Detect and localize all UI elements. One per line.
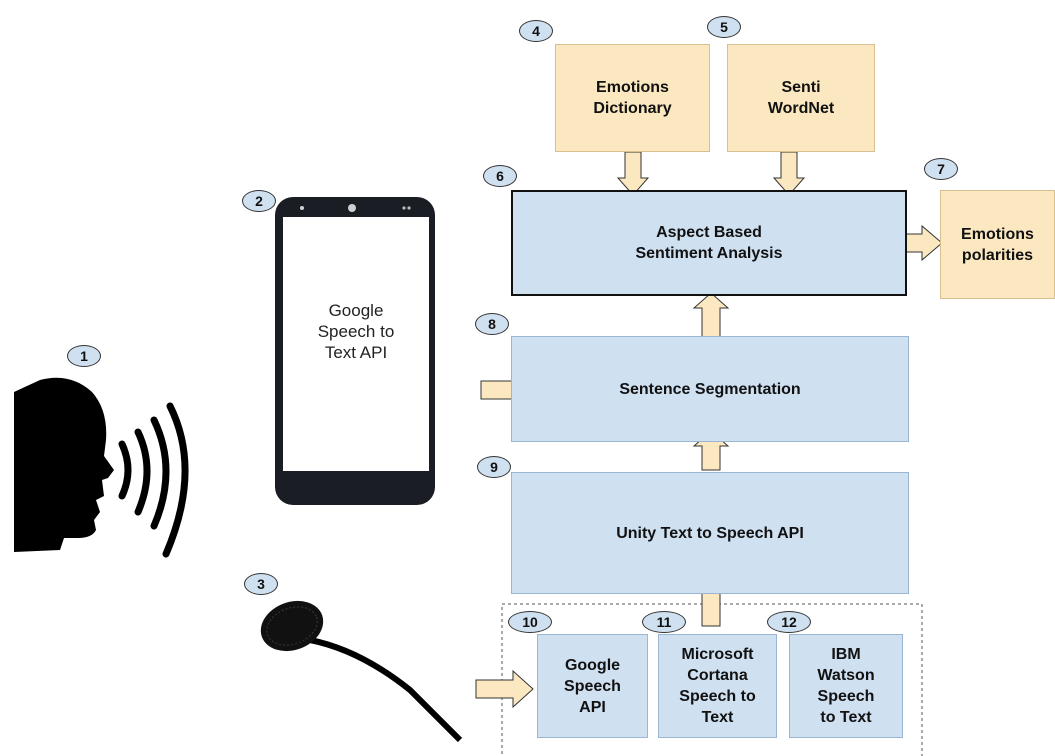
arrow-sentiwordnet-to-absa bbox=[772, 151, 806, 196]
badge-7: 7 bbox=[924, 158, 958, 180]
emotions-dictionary-box: Emotions Dictionary bbox=[555, 44, 710, 152]
badge-4: 4 bbox=[519, 20, 553, 42]
microsoft-cortana-box: Microsoft Cortana Speech to Text bbox=[658, 634, 777, 738]
speaking-head-icon bbox=[14, 377, 189, 558]
sentence-segmentation-box: Sentence Segmentation bbox=[511, 336, 909, 442]
arrow-dictionary-to-absa bbox=[616, 151, 650, 196]
phone-screen-label: Google Speech to Text API bbox=[317, 301, 395, 362]
badge-2: 2 bbox=[242, 190, 276, 212]
badge-3: 3 bbox=[244, 573, 278, 595]
aspect-based-sentiment-analysis-box: Aspect Based Sentiment Analysis bbox=[511, 190, 907, 296]
badge-6: 6 bbox=[483, 165, 517, 187]
unity-text-to-speech-box: Unity Text to Speech API bbox=[511, 472, 909, 594]
badge-12: 12 bbox=[767, 611, 811, 633]
badge-5: 5 bbox=[707, 16, 741, 38]
sentiwordnet-box: Senti WordNet bbox=[727, 44, 875, 152]
badge-9: 9 bbox=[477, 456, 511, 478]
arrow-mic-to-google-api bbox=[475, 669, 534, 709]
badge-11: 11 bbox=[642, 611, 686, 633]
badge-10: 10 bbox=[508, 611, 552, 633]
smartphone-icon bbox=[275, 197, 435, 505]
badge-1: 1 bbox=[67, 345, 101, 367]
google-speech-api-box: Google Speech API bbox=[537, 634, 648, 738]
badge-8: 8 bbox=[475, 313, 509, 335]
emotions-polarities-box: Emotions polarities bbox=[940, 190, 1055, 299]
microphone-icon bbox=[260, 600, 463, 743]
ibm-watson-box: IBM Watson Speech to Text bbox=[789, 634, 903, 738]
